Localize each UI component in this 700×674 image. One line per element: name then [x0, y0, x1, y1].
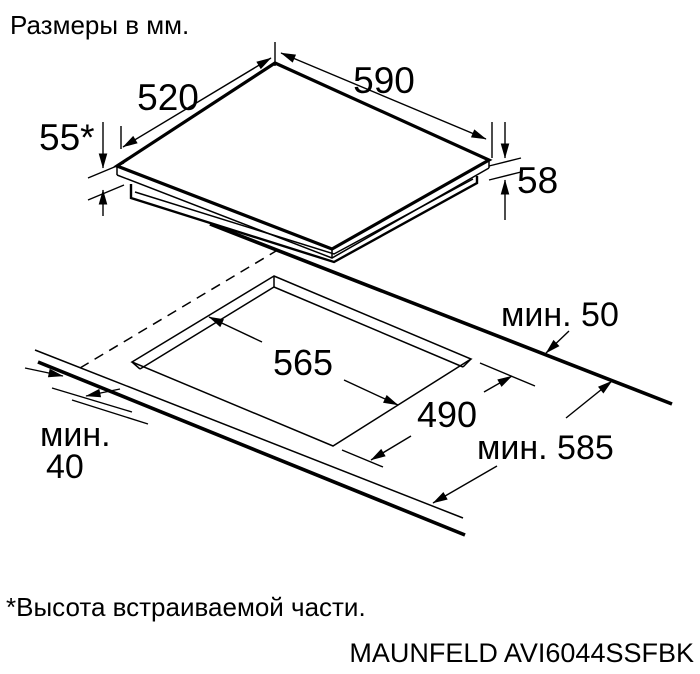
hob-body-outline	[129, 176, 479, 264]
dim-worktop-depth-label: мин. 585	[477, 429, 614, 467]
dim-hob-depth-arrow	[122, 57, 272, 148]
model-name: MAUNFELD AVI6044SSFBK	[349, 638, 694, 668]
dim-front-clearance-arrow-left	[24, 367, 64, 378]
dim-total-height: 58	[488, 122, 558, 220]
page-title: Размеры в мм.	[10, 10, 189, 40]
hob-body-top-edge	[134, 178, 474, 255]
dim-rear-clearance-arrow	[545, 330, 570, 354]
worktop-rear-edge-line	[209, 222, 673, 406]
dim-hob-depth: 520	[120, 42, 276, 149]
dim-cutout-width-arrow-right	[343, 379, 399, 406]
dim-cutout-width: 565	[208, 316, 399, 406]
dim-front-clearance: мин. 40	[24, 367, 149, 486]
dim-cutout-width-label: 565	[273, 342, 333, 383]
dim-hob-width-arrow	[280, 52, 487, 140]
dim-builtin-height: 55*	[39, 117, 125, 216]
dim-cutout-depth-arrow-top	[483, 375, 513, 393]
dim-cutout-depth: 490	[341, 362, 536, 468]
dim-rear-clearance-label: мин. 50	[501, 296, 619, 334]
worktop-front-arris-line	[34, 349, 464, 519]
dim-front-clearance-value: 40	[46, 448, 84, 486]
worktop-left-edge-dashed-line	[79, 250, 277, 369]
footnote: *Высота встраиваемой части.	[6, 592, 366, 622]
dim-worktop-depth: мин. 585	[432, 380, 614, 504]
dim-builtin-height-ticks	[87, 162, 125, 201]
dim-hob-depth-ticks	[120, 42, 276, 149]
dim-total-height-label: 58	[517, 160, 558, 201]
cutout-inner-edge	[139, 286, 464, 370]
cutout-depth-stubs	[131, 276, 472, 370]
dim-cutout-depth-ticks	[341, 362, 536, 468]
dim-front-clearance-ticks	[51, 387, 149, 425]
worktop-drawing	[34, 222, 673, 537]
dim-cutout-width-arrow-left	[208, 316, 263, 343]
dim-hob-width-label: 590	[353, 60, 415, 101]
dim-worktop-depth-arrow-rear	[565, 380, 613, 419]
dim-front-clearance-arrow-right	[85, 388, 121, 398]
dim-total-height-ticks	[488, 157, 522, 181]
dim-front-clearance-word: мин.	[40, 416, 111, 454]
dim-hob-depth-label: 520	[137, 77, 199, 118]
dim-cutout-depth-label: 490	[417, 394, 477, 435]
cutout-outline	[130, 275, 473, 447]
dim-builtin-height-label: 55*	[39, 117, 95, 158]
dim-hob-width: 590	[280, 52, 493, 158]
dim-rear-clearance: мин. 50	[501, 296, 619, 354]
dim-worktop-depth-arrow-front	[432, 465, 498, 504]
dim-cutout-depth-arrow-bottom	[370, 435, 412, 461]
